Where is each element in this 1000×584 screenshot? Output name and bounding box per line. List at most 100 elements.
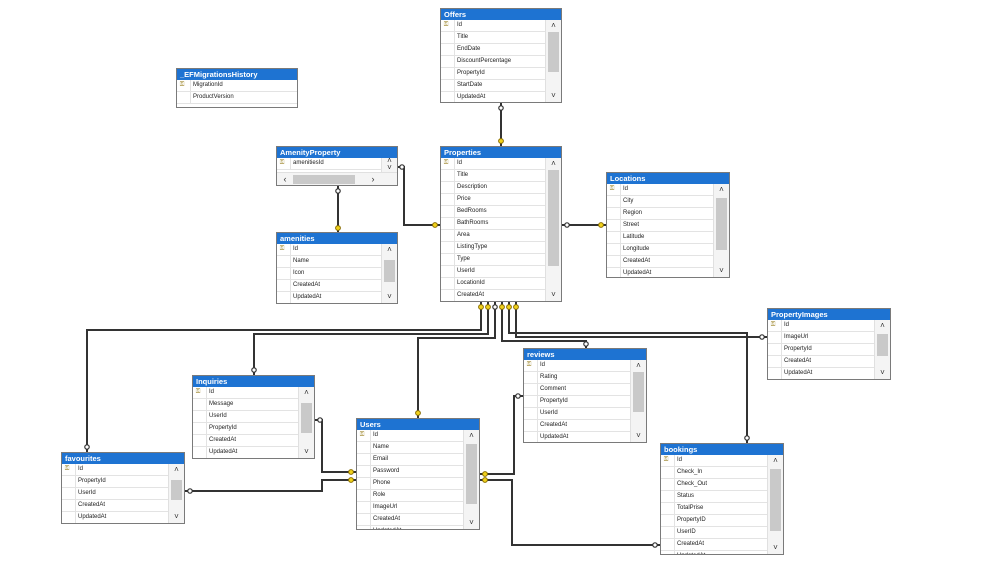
column-row[interactable]: PropertyId [193,423,298,435]
column-row[interactable]: UserId [62,488,168,500]
column-row[interactable]: ⚿Id [607,184,713,196]
column-row[interactable]: Name [357,442,463,454]
column-row[interactable]: ProductVersion [177,92,297,104]
column-row[interactable]: Title [441,170,545,182]
chevron-down-icon[interactable]: ˅ [174,512,179,521]
column-row[interactable]: Email [357,454,463,466]
column-row[interactable]: UpdatedAt [661,551,767,554]
column-row[interactable]: CreatedAt [607,256,713,268]
column-row[interactable]: ⚿Id [768,320,874,332]
vertical-scrollbar[interactable]: ˄˅ [874,320,890,379]
column-row[interactable]: CreatedAt [277,280,381,292]
chevron-down-icon[interactable]: ˅ [551,290,556,299]
column-row[interactable]: UserId [524,408,630,420]
scroll-thumb[interactable] [466,444,477,504]
column-row[interactable]: EndDate [441,44,545,56]
column-row[interactable]: ⚿Id [524,360,630,372]
scroll-thumb[interactable] [171,480,182,500]
column-row[interactable]: PropertyId [62,476,168,488]
vertical-scrollbar[interactable]: ˄˅ [713,184,729,277]
vertical-scrollbar[interactable]: ˄˅ [767,455,783,554]
column-row[interactable]: Comment [524,384,630,396]
table-amenityproperty[interactable]: AmenityProperty⚿amenitiesId˄˅‹› [276,146,398,186]
column-row[interactable]: Price [441,194,545,206]
column-row[interactable]: Phone [357,478,463,490]
scroll-thumb[interactable] [716,198,727,250]
column-row[interactable]: ⚿Id [277,244,381,256]
chevron-down-icon[interactable]: ˅ [636,431,641,440]
scroll-thumb[interactable] [633,372,644,412]
column-row[interactable]: Password [357,466,463,478]
column-row[interactable]: City [607,196,713,208]
chevron-up-icon[interactable]: ˄ [174,465,179,474]
column-row[interactable]: ⚿MigrationId [177,80,297,92]
vertical-scrollbar[interactable]: ˄˅ [381,244,397,303]
chevron-down-icon[interactable]: ˅ [304,447,309,456]
column-row[interactable]: Street [607,220,713,232]
column-row[interactable]: PropertyID [661,515,767,527]
vertical-scrollbar[interactable]: ˄˅ [630,360,646,442]
chevron-up-icon[interactable]: ˄ [387,245,392,254]
column-row[interactable]: Type [441,254,545,266]
chevron-down-icon[interactable]: ˅ [773,543,778,552]
scroll-thumb[interactable] [548,170,559,266]
column-row[interactable]: PropertyId [768,344,874,356]
chevron-down-icon[interactable]: ˅ [551,91,556,100]
column-row[interactable]: Status [661,491,767,503]
vertical-scrollbar[interactable]: ˄˅ [298,387,314,458]
vertical-scrollbar[interactable]: ˄˅ [545,20,561,102]
column-row[interactable]: ListingType [441,242,545,254]
chevron-up-icon[interactable]: ˄ [304,388,309,397]
column-row[interactable]: CreatedAt [661,539,767,551]
chevron-up-icon[interactable]: ˄ [551,21,556,30]
chevron-down-icon[interactable]: ˅ [880,368,885,377]
chevron-down-icon[interactable]: ˅ [469,518,474,527]
chevron-up-icon[interactable]: ˄ [880,321,885,330]
scroll-thumb[interactable] [384,260,395,282]
scroll-thumb[interactable] [301,403,312,433]
column-row[interactable]: Role [357,490,463,502]
column-row[interactable]: Latitude [607,232,713,244]
vertical-scrollbar[interactable]: ˄˅ [381,158,397,172]
column-row[interactable]: StartDate [441,80,545,92]
column-row[interactable]: UpdatedAt [357,526,463,529]
column-row[interactable]: Area [441,230,545,242]
column-row[interactable]: CreatedAt [768,356,874,368]
column-row[interactable]: PropertyId [524,396,630,408]
chevron-up-icon[interactable]: ˄ [719,185,724,194]
chevron-right-icon[interactable]: › [371,174,375,184]
vertical-scrollbar[interactable]: ˄˅ [463,430,479,529]
column-row[interactable]: Region [607,208,713,220]
column-row[interactable]: UpdatedAt [62,512,168,523]
chevron-up-icon[interactable]: ˄ [387,158,392,165]
chevron-up-icon[interactable]: ˄ [773,456,778,465]
column-row[interactable]: TotalPrise [661,503,767,515]
column-row[interactable]: UpdatedAt [607,268,713,277]
scroll-thumb[interactable] [877,334,888,356]
column-row[interactable]: Icon [277,268,381,280]
chevron-up-icon[interactable]: ˄ [636,361,641,370]
horizontal-scrollbar[interactable]: ‹› [277,172,397,185]
column-row[interactable]: LocationId [441,278,545,290]
vertical-scrollbar[interactable]: ˄˅ [545,158,561,301]
chevron-down-icon[interactable]: ˅ [387,292,392,301]
column-row[interactable]: BathRooms [441,218,545,230]
column-row[interactable]: UserID [661,527,767,539]
column-row[interactable]: CreatedAt [524,420,630,432]
column-row[interactable]: Title [441,32,545,44]
column-row[interactable]: PropertyId [441,68,545,80]
column-row[interactable]: CreatedAt [193,435,298,447]
column-row[interactable]: Description [441,182,545,194]
vertical-scrollbar[interactable]: ˄˅ [168,464,184,523]
scroll-thumb[interactable] [770,469,781,531]
column-row[interactable]: UpdatedAt [441,92,545,102]
column-row[interactable]: CreatedAt [357,514,463,526]
